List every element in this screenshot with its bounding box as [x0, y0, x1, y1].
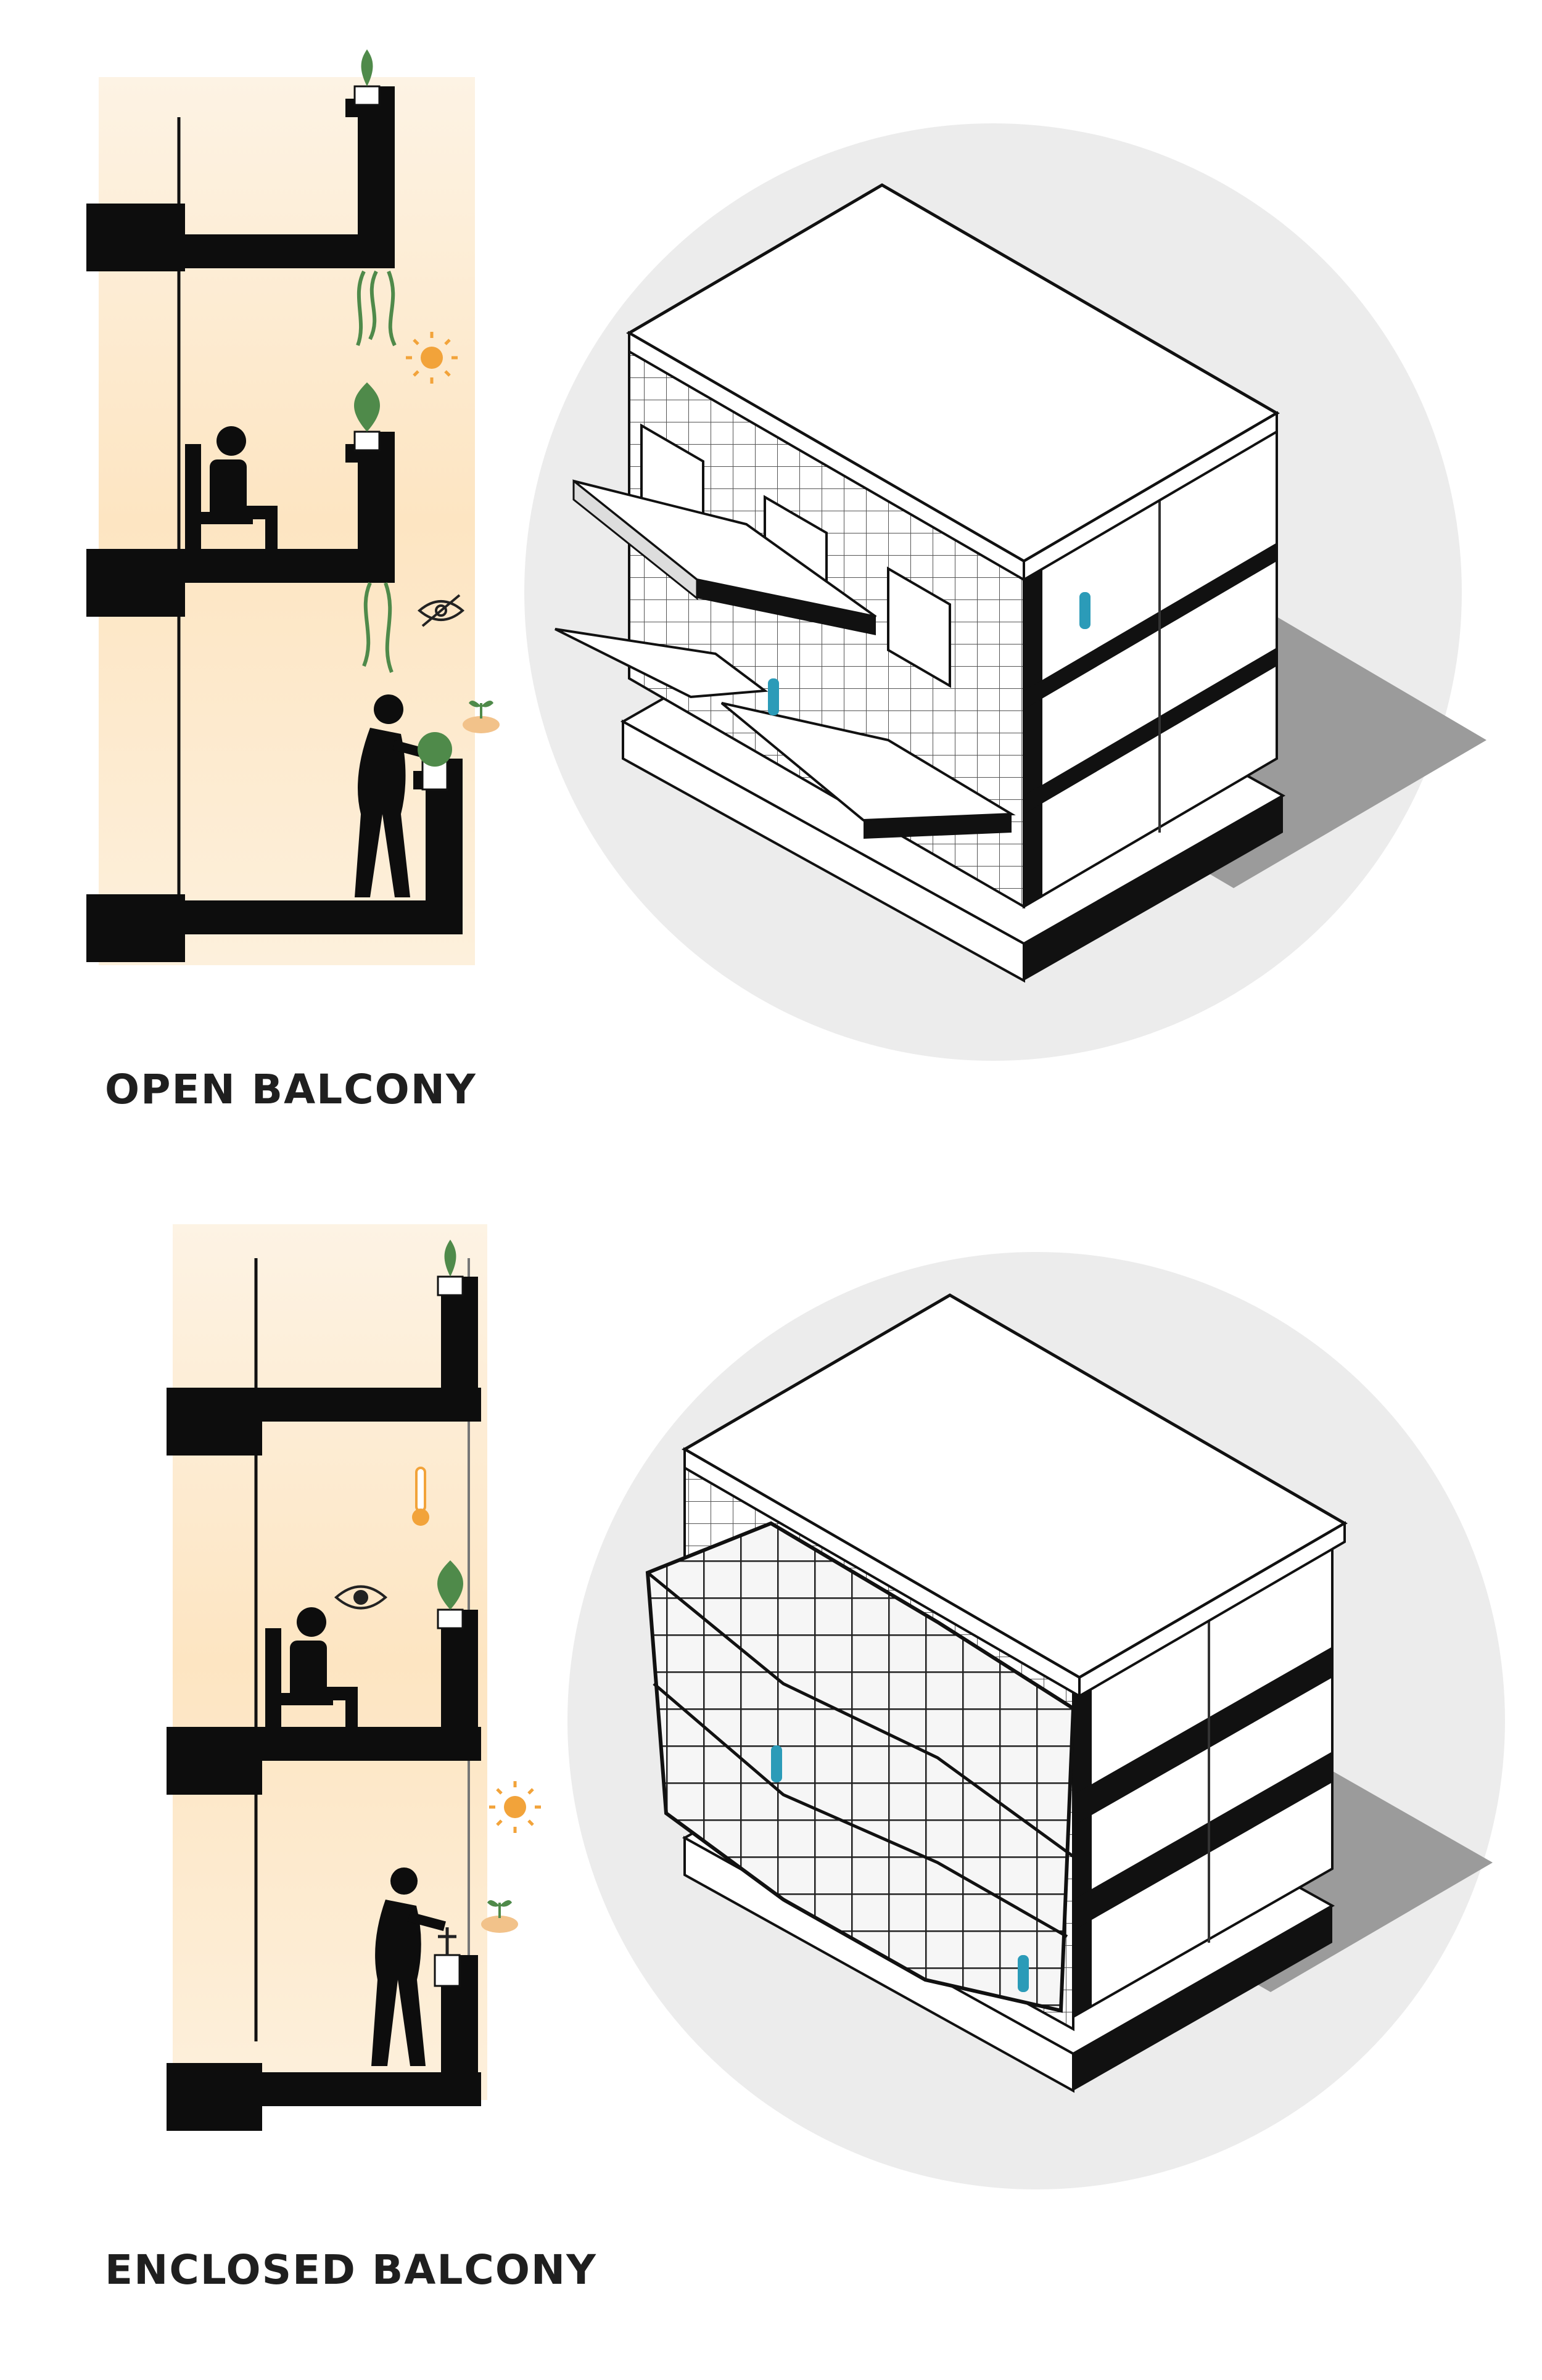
potted-plant-icon [353, 382, 381, 451]
open-section-drawing [86, 49, 500, 965]
sun-icon [489, 1781, 541, 1833]
open-occupant-figure [768, 592, 1091, 715]
open-balcony-lower [555, 628, 1016, 839]
enclosed-section-drawing [167, 1224, 541, 2131]
enclosed-glazed-enclosure [645, 1521, 1076, 2013]
open-floor-slab-1 [86, 86, 395, 271]
enclosed-occupant-figure [771, 1745, 1029, 1992]
seated-person-icon [265, 1607, 358, 1727]
enclosed-balcony-drawing [167, 1224, 1505, 2189]
enclosed-floor-slab-2 [167, 1610, 481, 1795]
eye-icon [334, 1585, 388, 1610]
potted-plant-icon [437, 1240, 464, 1296]
sun-icon [406, 332, 458, 384]
enclosed-floor-slab-3 [167, 1955, 481, 2131]
potted-plant-icon [418, 732, 452, 791]
potted-plant-icon [437, 1560, 464, 1629]
open-balcony-panel: OPEN BALCONY [86, 49, 1486, 1113]
eye-slash-icon [417, 594, 465, 627]
potted-plant-icon [434, 1927, 461, 1987]
enclosed-section-glow [173, 1224, 487, 2100]
standing-person-icon [371, 1867, 446, 2066]
standing-person-icon [355, 694, 431, 897]
enclosed-balcony-panel: ENCLOSED BALCONY [0, 1190, 1542, 2380]
thermometer-icon [412, 1467, 429, 1526]
seated-person-icon [185, 426, 278, 549]
hand-seedling-icon [463, 701, 500, 733]
enclosed-floor-slab-1 [167, 1277, 481, 1456]
open-balcony-title: OPEN BALCONY [105, 1066, 477, 1113]
potted-plant-icon [353, 49, 381, 106]
open-floor-slab-2 [86, 432, 395, 617]
open-axonometric-drawing [524, 123, 1486, 1061]
hanging-vine-icon [356, 270, 397, 347]
hanging-vine-icon [362, 582, 394, 673]
enclosed-balcony-title: ENCLOSED BALCONY [105, 2246, 597, 2294]
hand-seedling-icon [481, 1900, 518, 1933]
enclosed-axonometric-drawing [567, 1252, 1505, 2189]
open-balcony-upper [572, 479, 877, 635]
open-balcony-drawing [86, 49, 1486, 1061]
